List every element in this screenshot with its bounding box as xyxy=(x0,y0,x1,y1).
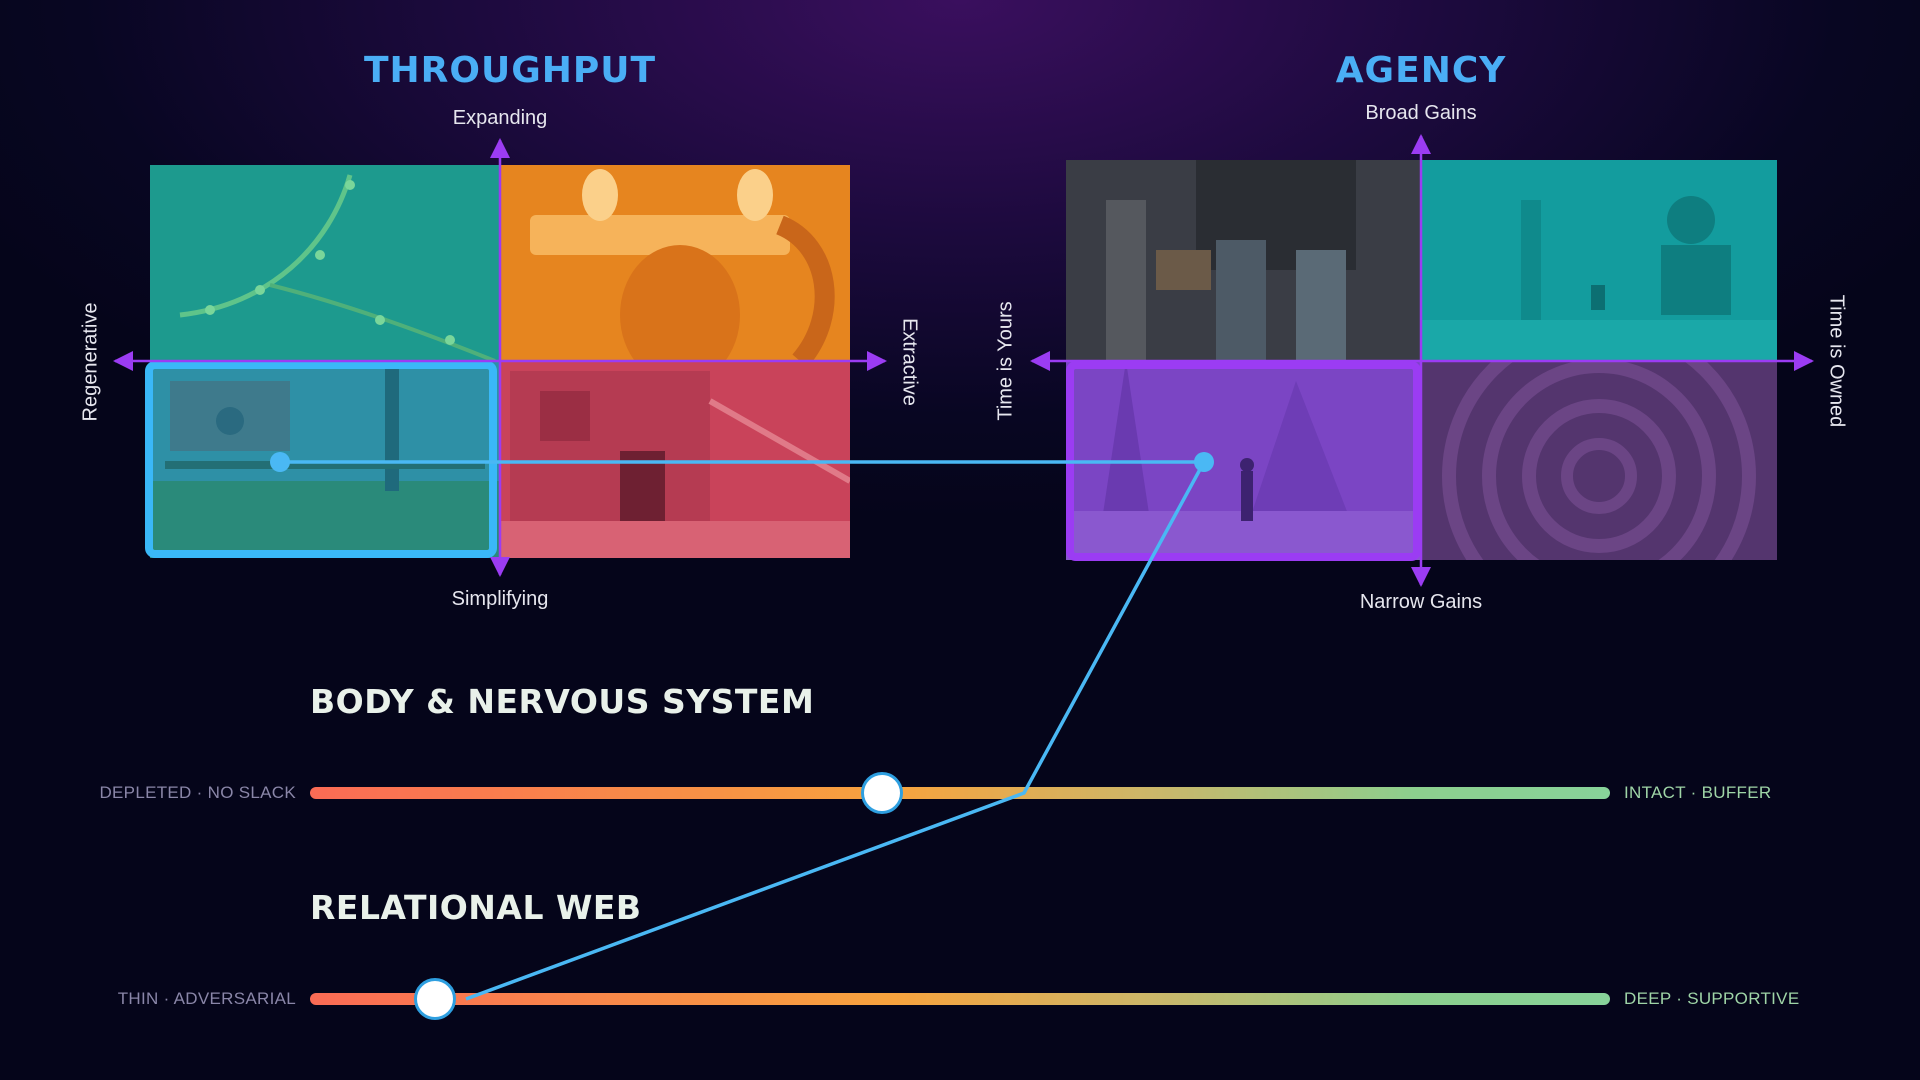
throughput-axis-top-label: Expanding xyxy=(452,107,548,129)
agency-cell-yours-broad[interactable] xyxy=(1066,160,1421,361)
labyrinth-image xyxy=(1442,361,1756,560)
throughput-selected-highlight xyxy=(145,361,497,558)
agency-axis-top-label: Broad Gains xyxy=(1365,102,1477,124)
throughput-cell-extractive-simplifying[interactable] xyxy=(500,361,850,558)
body-nervous-system-slider-track[interactable] xyxy=(310,787,1610,799)
throughput-cell-extractive-expanding[interactable] xyxy=(500,165,850,361)
relational-web-slider-handle[interactable] xyxy=(413,978,456,1020)
relational-web-title: RELATIONAL WEB xyxy=(310,888,642,927)
throughput-cell-regenerative-expanding[interactable] xyxy=(150,165,500,361)
agency-axis-bottom-label: Narrow Gains xyxy=(1359,591,1483,613)
throughput-title: THROUGHPUT xyxy=(363,50,657,91)
throughput-axis-right-label: Extractive xyxy=(898,318,921,406)
agency-cell-owned-broad[interactable] xyxy=(1421,160,1777,361)
branch-image xyxy=(179,174,496,361)
body-nervous-system-right-label: INTACT · BUFFER xyxy=(1624,783,1772,802)
throughput-axis-left-label: Regenerative xyxy=(79,302,102,422)
throughput-axis-bottom-label: Simplifying xyxy=(451,588,549,610)
office-worker-image xyxy=(1421,196,1777,361)
body-nervous-system-left-label: DEPLETED · NO SLACK xyxy=(99,783,296,802)
agency-title: AGENCY xyxy=(1335,50,1507,91)
relational-web-left-label: THIN · ADVERSARIAL xyxy=(117,989,296,1008)
relational-web-right-label: DEEP · SUPPORTIVE xyxy=(1624,989,1800,1008)
body-nervous-system-slider-handle[interactable] xyxy=(861,772,903,814)
agency-selected-highlight xyxy=(1066,361,1421,561)
agency-cell-owned-narrow[interactable] xyxy=(1421,361,1777,560)
hands-image xyxy=(530,169,835,361)
body-nervous-system-title: BODY & NERVOUS SYSTEM xyxy=(310,682,815,721)
relational-web-slider-track[interactable] xyxy=(310,993,1610,1005)
agency-axis-right-label: Time is Owned xyxy=(1825,294,1848,428)
community-image xyxy=(1106,160,1356,361)
ruined-house-image xyxy=(500,371,850,558)
agency-axis-left-label: Time is Yours xyxy=(994,301,1017,421)
